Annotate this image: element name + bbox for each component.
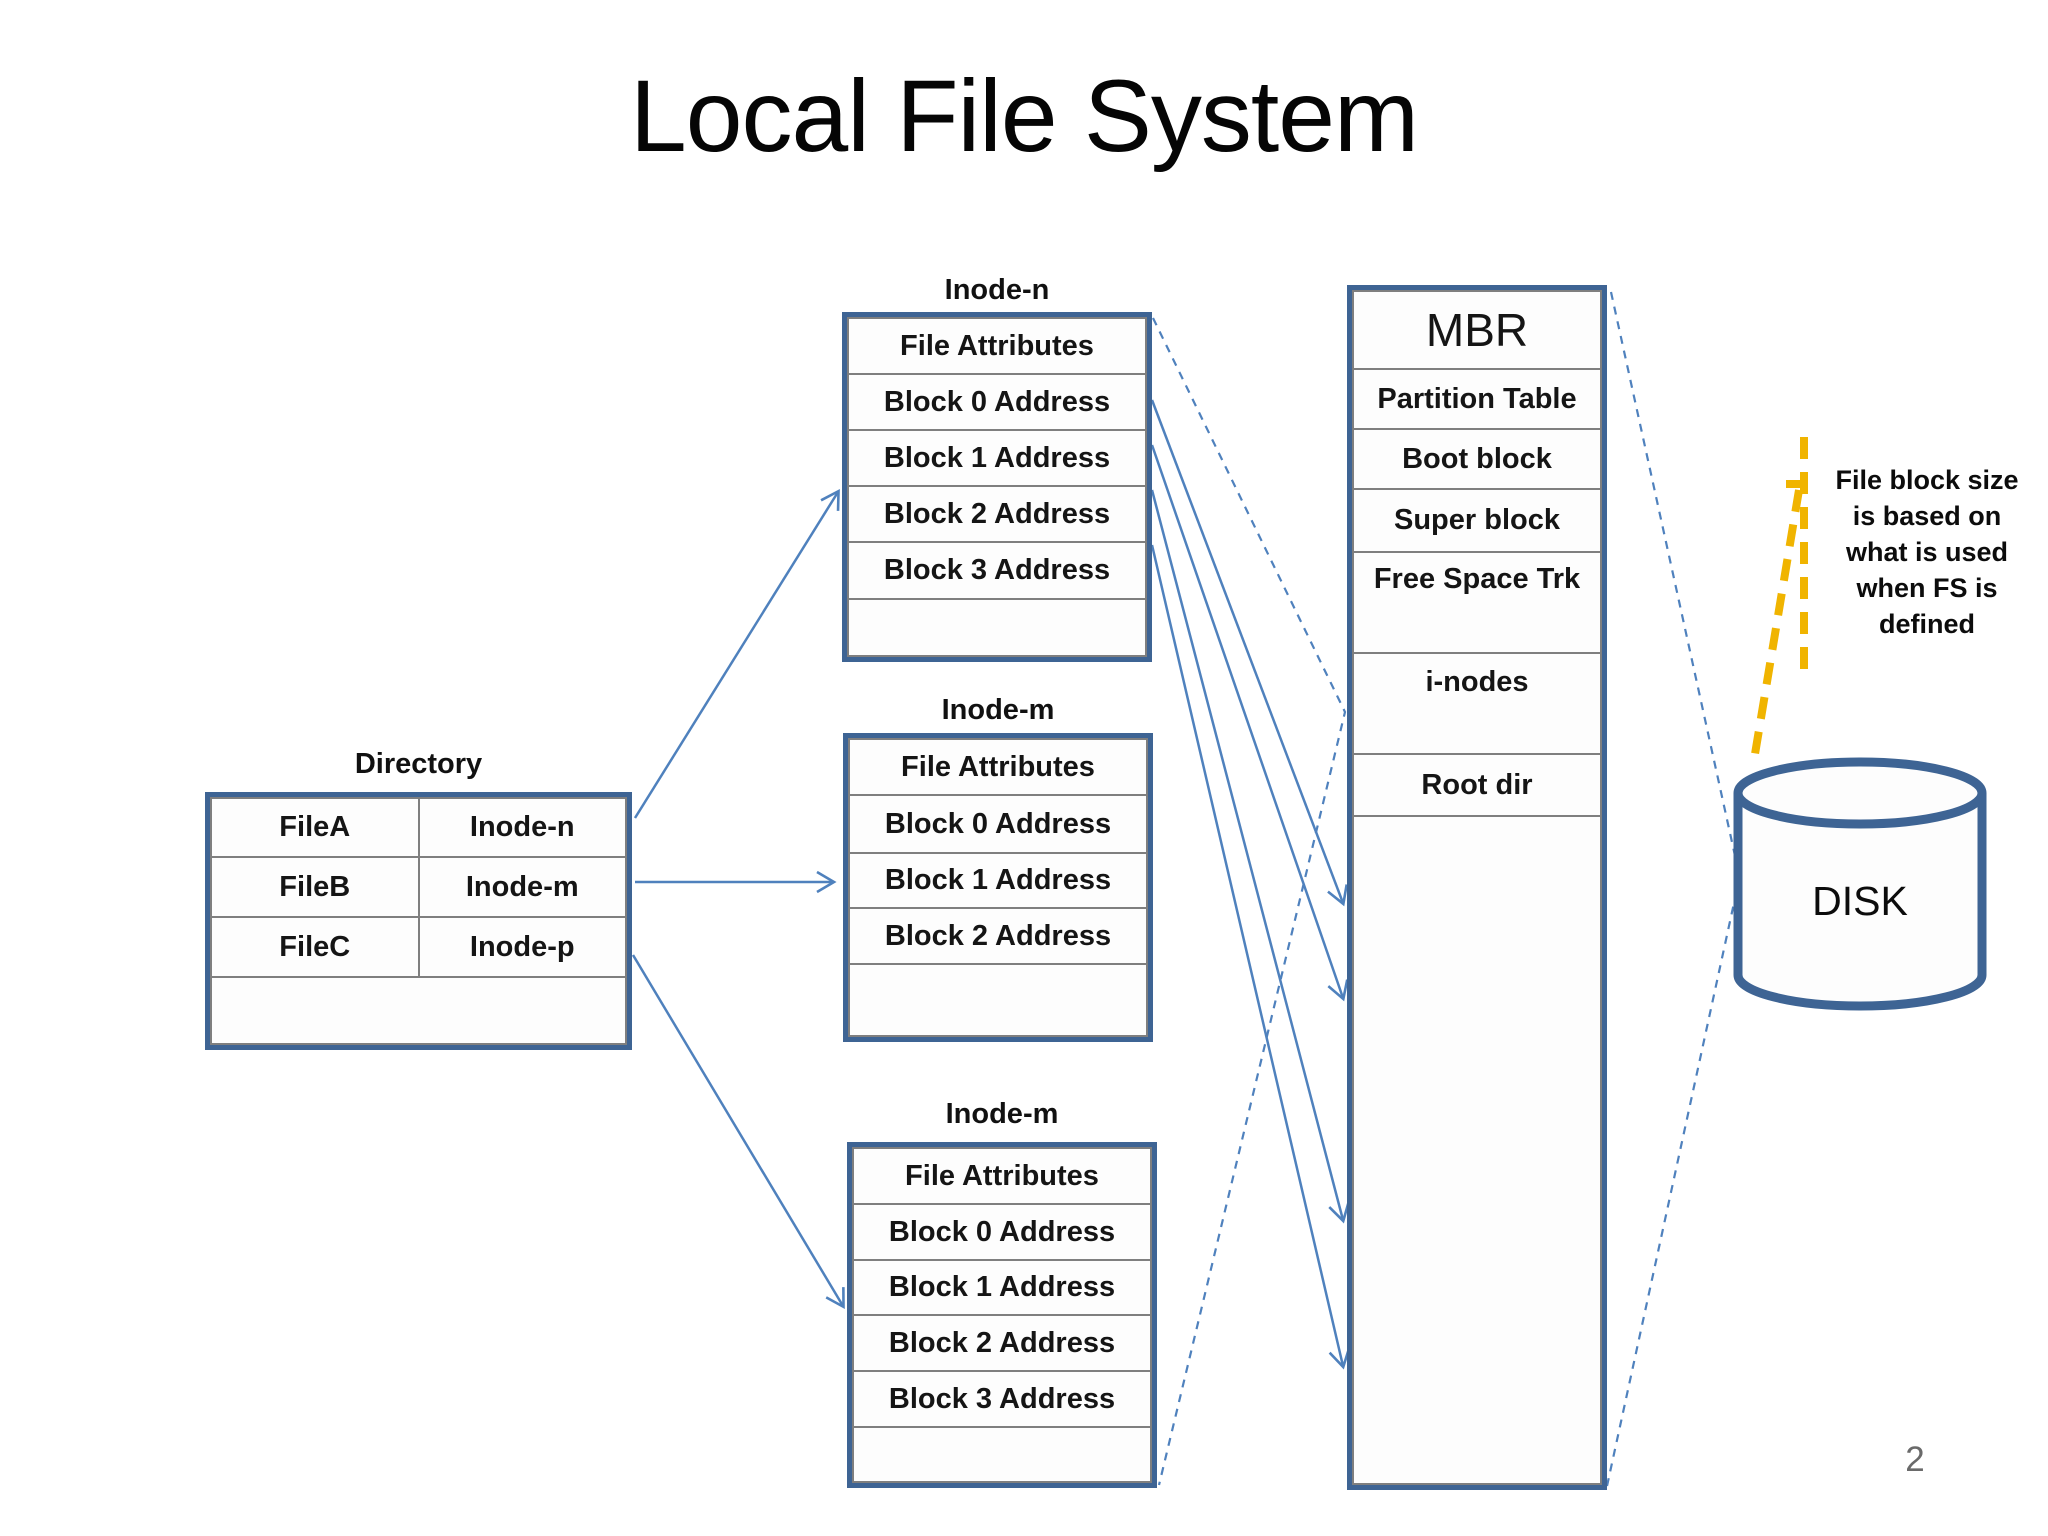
table-row: FileC Inode-p — [212, 918, 625, 978]
table-row: File Attributes — [850, 740, 1146, 796]
arrow-block1-to-data — [1150, 444, 1349, 1002]
table-row — [212, 978, 625, 1043]
page-title: Local File System — [630, 59, 1419, 173]
table-row: Block 2 Address — [854, 1316, 1150, 1372]
table-row: Block 3 Address — [849, 543, 1145, 600]
table-row: Block 3 Address — [854, 1372, 1150, 1428]
arrow-block2-to-data — [1150, 489, 1350, 1224]
dashed-inodes-mapping-line — [1152, 317, 1347, 1486]
directory-label: Directory — [354, 748, 483, 780]
table-cell: FileA — [212, 799, 420, 856]
table-row: Block 1 Address — [849, 431, 1145, 487]
table-row: FileA Inode-n — [212, 799, 625, 858]
table-cell: Inode-n — [469, 811, 575, 843]
page-number: 2 — [1905, 1440, 1925, 1479]
table-row: File Attributes — [849, 319, 1145, 375]
inode-n-label: Inode-n — [944, 274, 1050, 306]
table-row: i-nodes — [1354, 654, 1600, 755]
inode-m2-label: Inode-m — [945, 1098, 1059, 1130]
table-row: Block 0 Address — [850, 796, 1146, 854]
annotation-text: File block size is based on what is used… — [1835, 465, 2019, 639]
arrow-block3-to-data — [1150, 544, 1351, 1370]
table-row — [854, 1428, 1150, 1481]
table-cell: FileC — [212, 918, 420, 976]
table-cell: Inode-p — [469, 930, 575, 963]
arrow-directory-to-inode-n — [633, 488, 840, 819]
table-row: Block 1 Address — [850, 854, 1146, 909]
table-row — [849, 600, 1145, 655]
table-row: File Attributes — [854, 1149, 1150, 1205]
table-row: FileB Inode-m — [212, 858, 625, 918]
table-row: Block 2 Address — [849, 487, 1145, 543]
table-row: Partition Table — [1354, 370, 1600, 430]
table-row — [1354, 817, 1600, 1483]
dashed-mbr-bottom-to-disk — [1605, 879, 1741, 1487]
table-row: Boot block — [1354, 430, 1600, 490]
table-row — [850, 965, 1146, 1035]
table-cell: FileB — [212, 858, 420, 916]
dashed-mbr-top-to-disk — [1609, 291, 1741, 875]
table-row: MBR — [1354, 292, 1600, 370]
table-row: Free Space Trk — [1354, 553, 1600, 654]
arrow-block0-to-data — [1150, 399, 1348, 907]
table-row: Block 2 Address — [850, 909, 1146, 965]
table-row: Block 0 Address — [849, 375, 1145, 431]
inode-m-label: Inode-m — [941, 694, 1055, 726]
arrow-directory-to-inode-m2 — [631, 954, 845, 1310]
table-row: Root dir — [1354, 755, 1600, 817]
table-row: Super block — [1354, 490, 1600, 553]
disk-label: DISK — [1812, 878, 1908, 924]
table-row: Block 1 Address — [854, 1261, 1150, 1316]
table-row: Block 0 Address — [854, 1205, 1150, 1261]
table-cell: Inode-m — [465, 870, 579, 903]
